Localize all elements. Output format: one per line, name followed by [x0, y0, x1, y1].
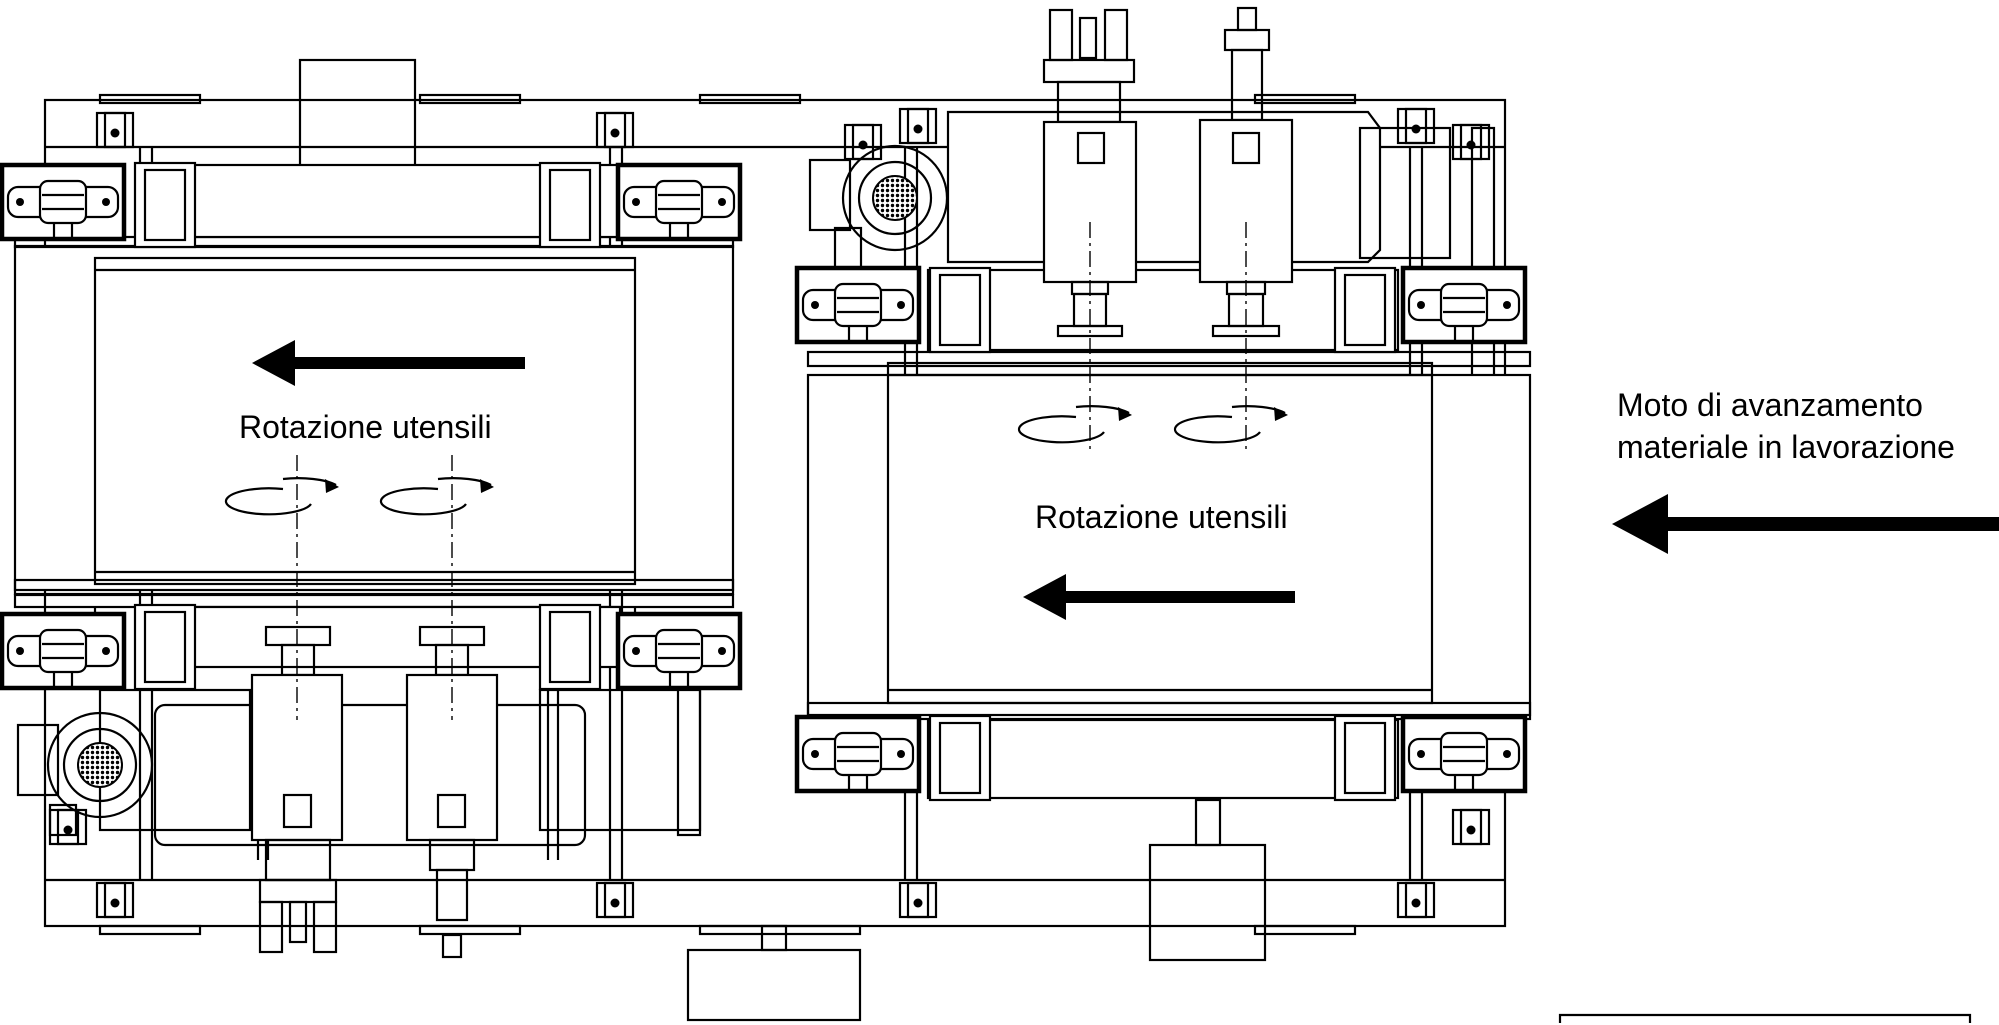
- feed-direction-arrow: [1612, 494, 1999, 554]
- right-roller-unit: [797, 110, 1532, 802]
- tool-rotation-label-left: Rotazione utensili: [239, 409, 492, 445]
- right-unit-arrow: [1023, 574, 1295, 620]
- right-spindles: [1017, 6, 1294, 452]
- left-roller-unit: [2, 161, 740, 860]
- direction-arrows: [252, 340, 1999, 620]
- machine-drawing: Rotazione utensili Rotazione utensili Mo…: [2, 6, 1999, 1023]
- left-unit-arrow: [252, 340, 525, 386]
- feed-direction-label-line2: materiale in lavorazione: [1617, 429, 1955, 465]
- left-spindles: [224, 455, 499, 959]
- tool-rotation-label-right: Rotazione utensili: [1035, 499, 1288, 535]
- feed-direction-label-line1: Moto di avanzamento: [1617, 387, 1923, 423]
- labels: Rotazione utensili Rotazione utensili Mo…: [239, 387, 1955, 535]
